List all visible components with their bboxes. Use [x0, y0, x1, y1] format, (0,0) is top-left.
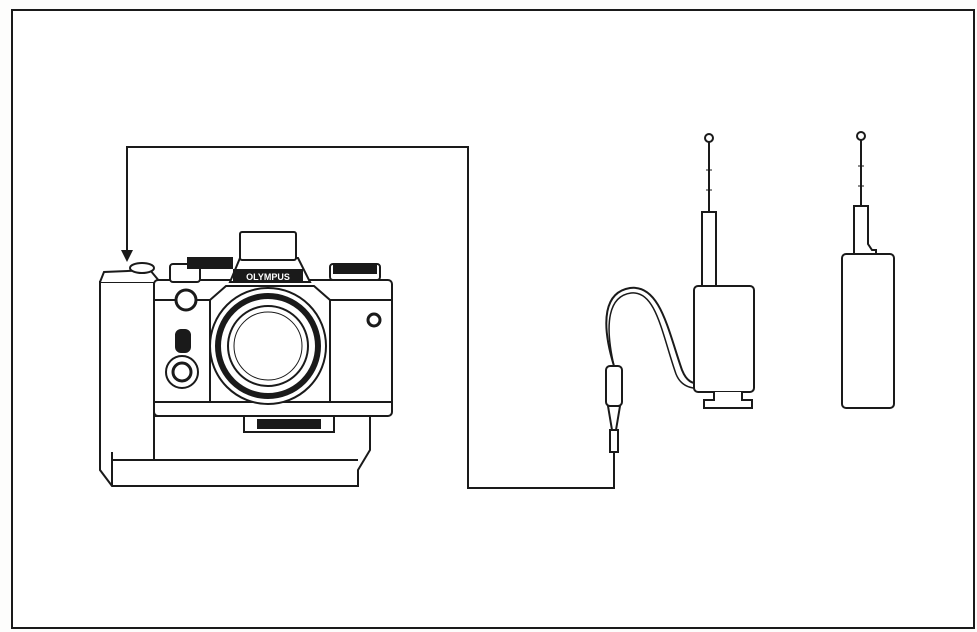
brand-plate	[233, 269, 303, 283]
control-knob-center	[171, 361, 193, 383]
connection-path	[126, 146, 615, 489]
motor-plate-label	[257, 419, 321, 429]
lens-inner	[233, 311, 303, 381]
plug-pin-icon	[609, 429, 619, 453]
transmitter-unit	[841, 131, 895, 409]
arrow-head-icon	[121, 250, 133, 262]
plug-body-icon	[605, 365, 623, 407]
receiver-unit	[693, 133, 755, 409]
brand-marking: OLYMPUS	[246, 272, 290, 282]
receiver-antenna-tip-icon	[704, 133, 714, 143]
cord-wire-inner	[608, 292, 705, 390]
shutter-dial-knurl	[333, 265, 377, 274]
transmitter-antenna-tip-icon	[856, 131, 866, 141]
dial-knurl	[187, 257, 233, 269]
hot-shoe-icon	[239, 231, 297, 261]
cord-wire	[605, 286, 705, 385]
connection-line	[121, 146, 615, 489]
transmitter-housing	[841, 253, 895, 409]
lens-release-icon	[366, 312, 382, 328]
timer-lever-icon	[175, 329, 191, 353]
remote-cord	[605, 286, 705, 462]
receiver-shoe-mount-icon	[703, 392, 753, 409]
receiver-antenna-base	[701, 211, 717, 289]
self-timer-icon	[174, 288, 198, 312]
camera-with-motor-drive: OLYMPUS	[99, 231, 393, 487]
receiver-housing	[693, 285, 755, 393]
shutter-button-icon	[129, 262, 155, 274]
